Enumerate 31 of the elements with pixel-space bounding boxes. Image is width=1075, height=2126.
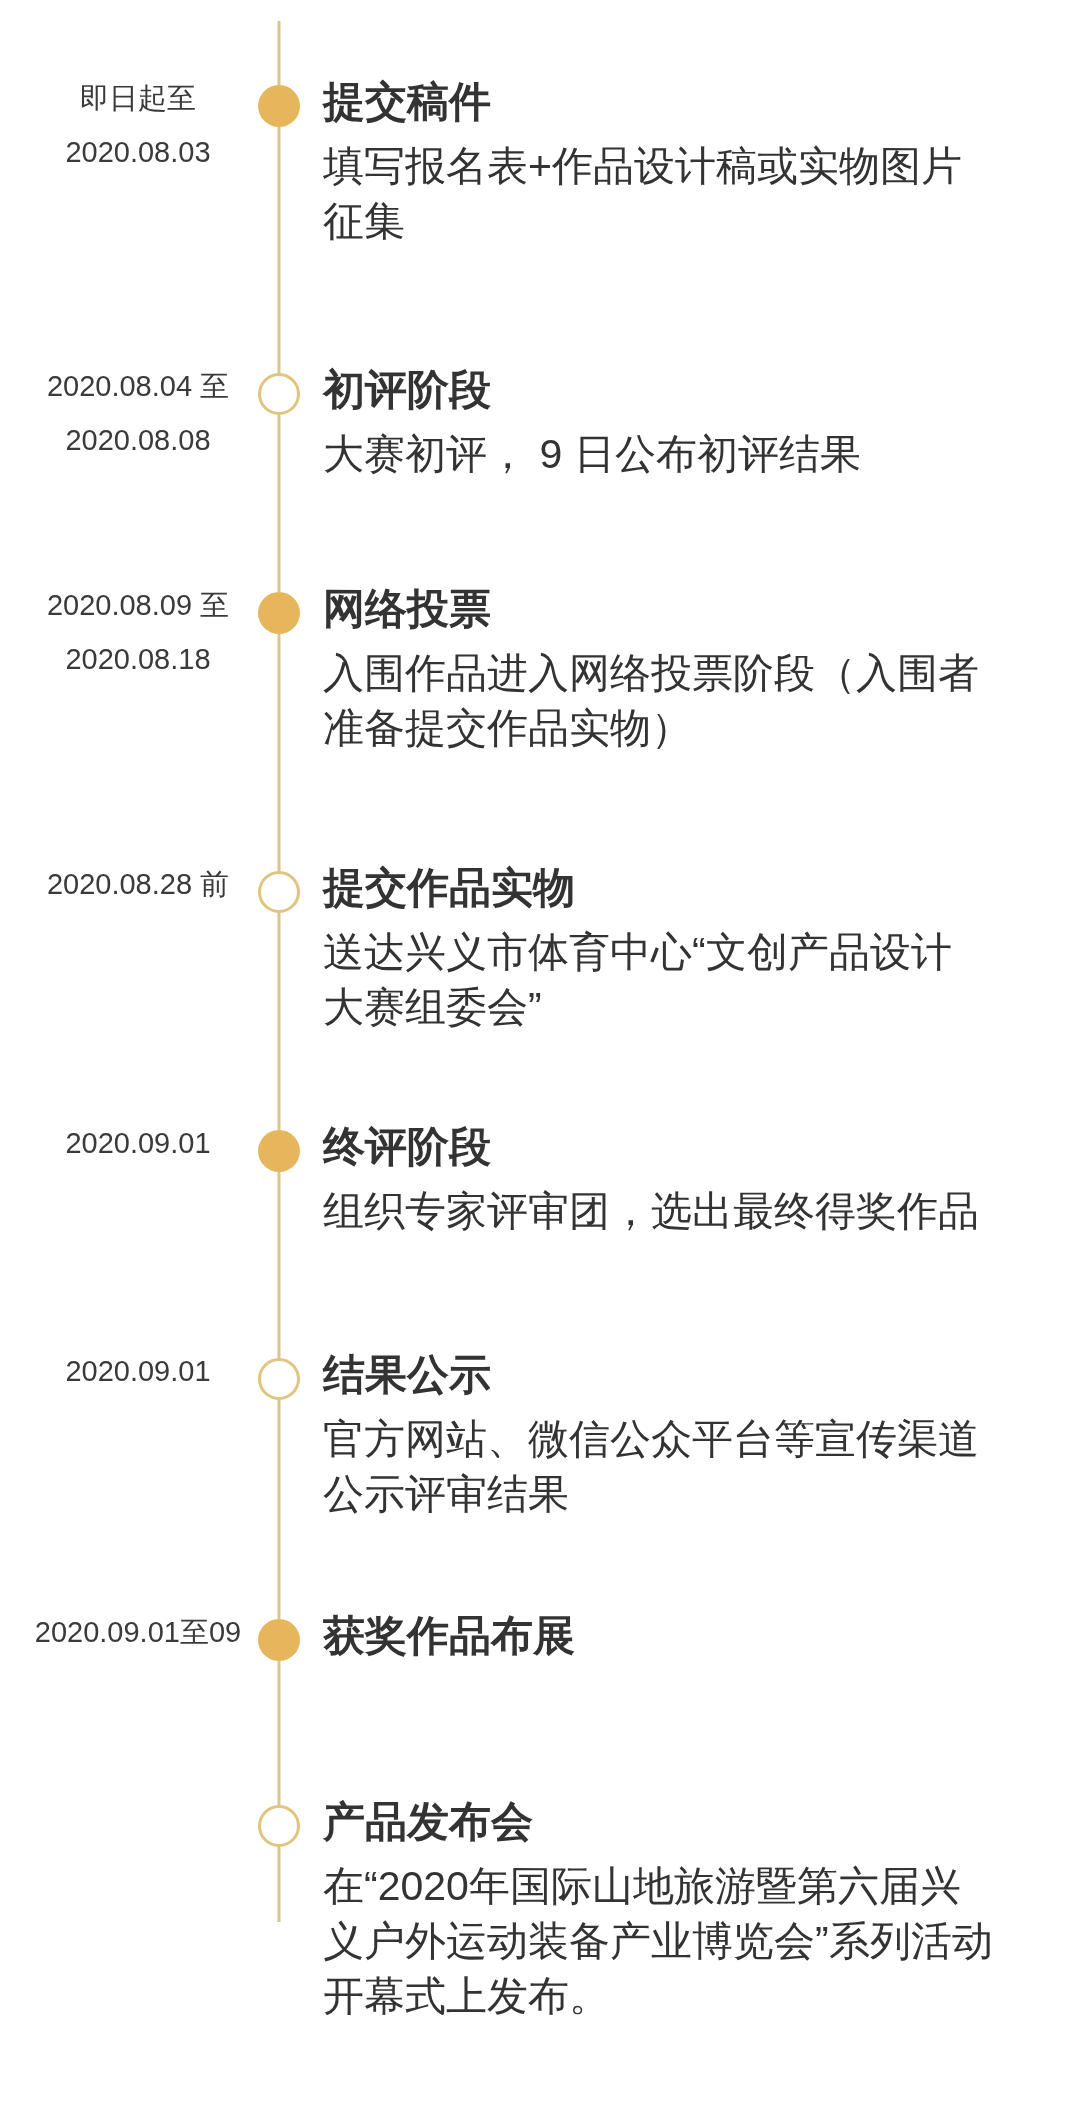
timeline-line	[277, 415, 281, 592]
stage-title: 网络投票	[323, 584, 491, 634]
timeline-line	[277, 21, 281, 85]
stage-title: 提交稿件	[323, 77, 491, 127]
stage-title: 结果公示	[323, 1350, 491, 1400]
timeline-line	[277, 127, 281, 373]
stage-description: 填写报名表+作品设计稿或实物图片征集	[323, 142, 963, 246]
stage-description: 大赛初评， 9 日公布初评结果	[323, 430, 862, 479]
date-label: 2020.09.01至09	[33, 1615, 243, 1650]
timeline-line	[277, 913, 281, 1130]
date-label: 2020.08.28 前	[45, 867, 231, 902]
stage-description: 送达兴义市体育中心“文创产品设计大赛组委会”	[323, 928, 953, 1032]
date-label: 2020.08.04 至2020.08.08	[45, 369, 231, 458]
timeline-line	[277, 1400, 281, 1619]
timeline-line	[277, 634, 281, 871]
stage-description: 在“2020年国际山地旅游暨第六届兴义户外运动装备产业博览会”系列活动开幕式上发布。	[323, 1862, 994, 2021]
stage-title: 获奖作品布展	[323, 1611, 575, 1661]
timeline-line	[277, 1847, 281, 1922]
stage-title: 提交作品实物	[323, 863, 575, 913]
stage-description: 官方网站、微信公众平台等宣传渠道公示评审结果	[323, 1415, 980, 1519]
date-label: 2020.08.09 至2020.08.18	[45, 588, 231, 677]
stage-description: 入围作品进入网络投票阶段（入围者准备提交作品实物）	[323, 649, 980, 753]
date-label: 即日起至2020.08.03	[64, 81, 212, 170]
timeline-line	[277, 1172, 281, 1358]
stage-description: 组织专家评审团，选出最终得奖作品	[323, 1187, 980, 1236]
date-label: 2020.09.01	[64, 1126, 212, 1161]
stage-title: 终评阶段	[323, 1122, 491, 1172]
stage-title: 初评阶段	[323, 365, 491, 415]
date-label: 2020.09.01	[64, 1354, 212, 1389]
timeline-line	[277, 1661, 281, 1805]
stage-title: 产品发布会	[323, 1797, 533, 1847]
